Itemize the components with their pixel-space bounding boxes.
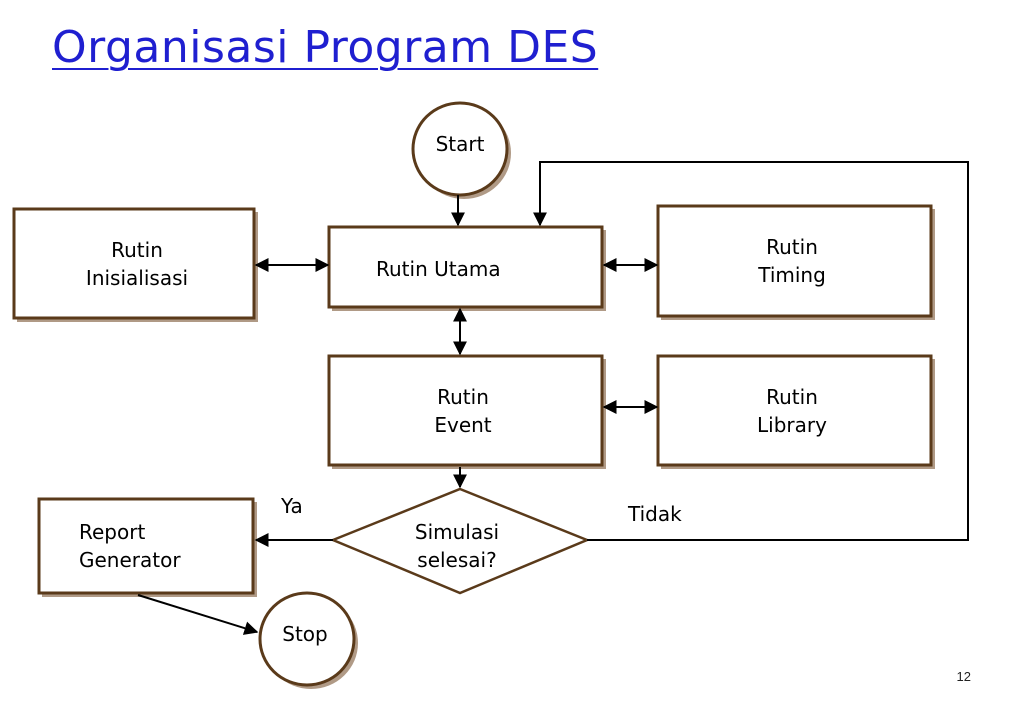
node-stop [258, 591, 356, 687]
start-label: Start [435, 132, 485, 156]
node-start [411, 101, 509, 197]
box-rutin-inisialisasi [12, 207, 256, 320]
page-number: 12 [956, 669, 971, 684]
no-label: Tidak [628, 502, 682, 526]
box-rutin-event [327, 354, 604, 467]
edge-report-stop [137, 594, 259, 635]
stop-label: Stop [282, 622, 328, 646]
decision-diamond [329, 487, 591, 595]
edge-decision-loop [533, 161, 969, 541]
rutin-inisialisasi-label: Rutin Inisialisasi [85, 238, 189, 290]
decision-label: Simulasi selesai? [414, 520, 500, 572]
rutin-timing-label: Rutin Timing [758, 235, 826, 287]
yes-label: Ya [281, 494, 303, 518]
rutin-event-label: Rutin Event [434, 385, 492, 437]
rutin-library-label: Rutin Library [757, 385, 827, 437]
box-report-generator [37, 497, 255, 595]
box-rutin-library [656, 354, 933, 467]
page-title: Organisasi Program DES [52, 22, 599, 73]
report-generator-label: Report Generator [79, 520, 181, 572]
rutin-utama-label: Rutin Utama [376, 257, 501, 281]
box-rutin-timing [656, 204, 933, 318]
box-rutin-utama [327, 225, 604, 309]
